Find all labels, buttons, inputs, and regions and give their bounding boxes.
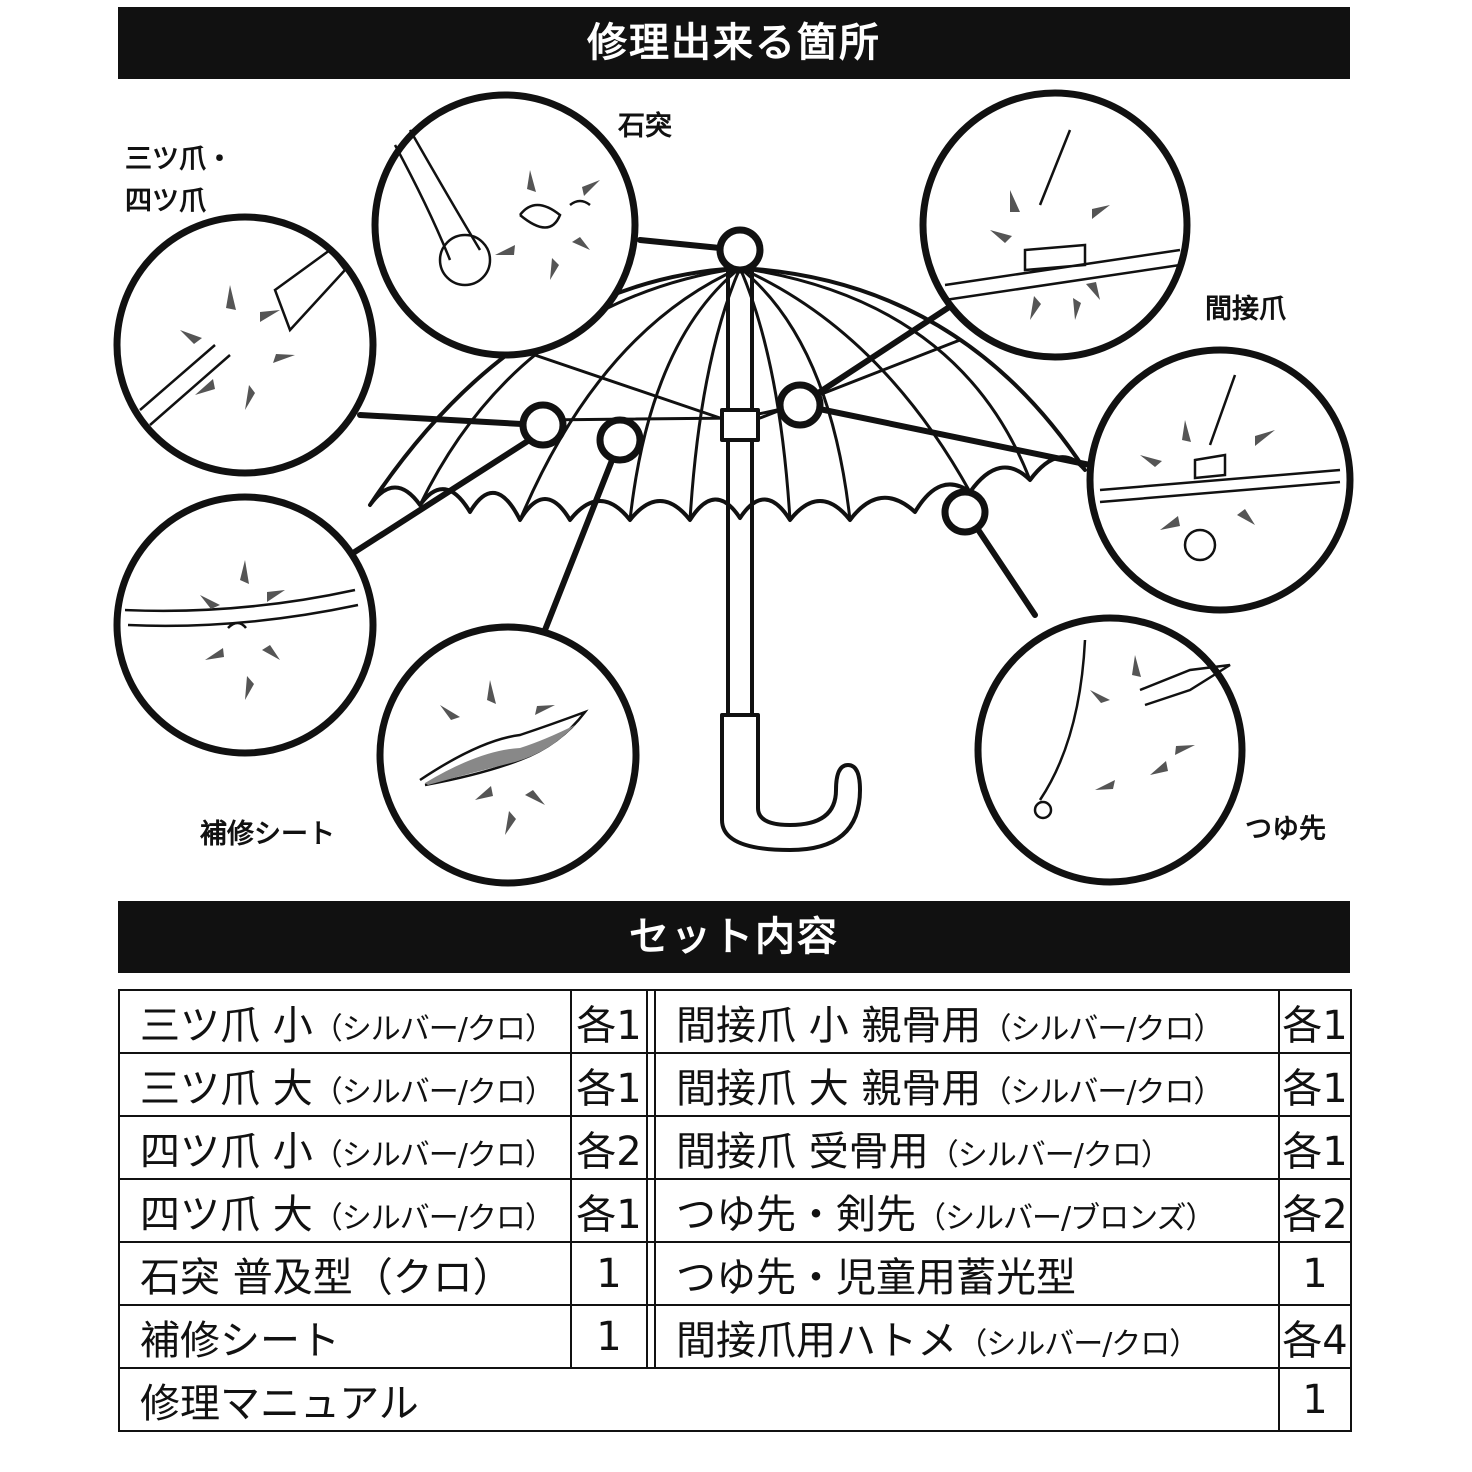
item-qty: 各4 (1278, 1304, 1352, 1369)
item-qty: 各1 (570, 1178, 648, 1243)
section-title: セット内容 (629, 914, 839, 960)
item-qty: 各1 (1278, 989, 1352, 1054)
label-ishizuki: 石突 (617, 110, 672, 142)
item-name: 三ツ爪 大（シルバー/クロ） (118, 1052, 572, 1117)
table-row-last: 修理マニュアル 1 (118, 1367, 1352, 1432)
title-banner: 修理出来る箇所 (118, 7, 1350, 79)
item-qty: 1 (570, 1241, 648, 1306)
detail-ishizuki (371, 91, 639, 359)
item-qty: 各2 (570, 1115, 648, 1180)
umbrella-runner (720, 408, 760, 442)
detail-rib (113, 493, 377, 757)
table-row: 四ツ爪 大（シルバー/クロ） 各1 つゆ先・剣先（シルバー/ブロンズ） 各2 (118, 1178, 1352, 1243)
label-mitsu-yotsu-1: 三ツ爪・ (125, 144, 233, 175)
item-name: 間接爪 大 親骨用（シルバー/クロ） (654, 1052, 1280, 1117)
item-qty: 1 (1278, 1367, 1352, 1432)
point-kansetsu (776, 381, 824, 429)
item-qty: 各1 (1278, 1115, 1352, 1180)
table-row: 補修シート 1 間接爪用ハトメ（シルバー/クロ） 各4 (118, 1304, 1352, 1369)
detail-mitsu-yotsu (113, 213, 377, 477)
table-row: 三ツ爪 大（シルバー/クロ） 各1 間接爪 大 親骨用（シルバー/クロ） 各1 (118, 1052, 1352, 1117)
table-row: 三ツ爪 小（シルバー/クロ） 各1 間接爪 小 親骨用（シルバー/クロ） 各1 (118, 989, 1352, 1054)
detail-kansetsu-upper (919, 89, 1191, 361)
umbrella-handle (720, 713, 862, 852)
item-name: 四ツ爪 大（シルバー/クロ） (118, 1178, 572, 1243)
item-name: 修理マニュアル (118, 1367, 1280, 1432)
item-qty: 各1 (1278, 1052, 1352, 1117)
page-title: 修理出来る箇所 (587, 20, 881, 66)
item-qty: 1 (570, 1304, 648, 1369)
umbrella-repair-diagram: 三ツ爪・ 四ツ爪 石突 間接爪 補修シート つゆ先 (113, 89, 1354, 887)
section-banner: セット内容 (118, 901, 1350, 973)
table-row: 石突 普及型（クロ） 1 つゆ先・児童用蓄光型 1 (118, 1241, 1352, 1306)
set-contents-table: 三ツ爪 小（シルバー/クロ） 各1 間接爪 小 親骨用（シルバー/クロ） 各1 … (118, 989, 1352, 1432)
item-name: つゆ先・児童用蓄光型 (654, 1241, 1280, 1306)
detail-tsuyusaki (974, 614, 1246, 886)
item-name: つゆ先・剣先（シルバー/ブロンズ） (654, 1178, 1280, 1243)
point-hoshu (596, 416, 644, 464)
connector-lines (347, 237, 1093, 633)
item-name: 石突 普及型（クロ） (118, 1241, 572, 1306)
item-name: 補修シート (118, 1304, 572, 1369)
label-kansetsu: 間接爪 (1205, 294, 1287, 325)
item-name: 間接爪 受骨用（シルバー/クロ） (654, 1115, 1280, 1180)
point-mitsu (519, 401, 567, 449)
item-qty: 各1 (570, 1052, 648, 1117)
item-qty: 各1 (570, 989, 648, 1054)
item-name: 間接爪用ハトメ（シルバー/クロ） (654, 1304, 1280, 1369)
point-tsuyusaki (941, 488, 989, 536)
item-name: 間接爪 小 親骨用（シルバー/クロ） (654, 989, 1280, 1054)
table-row: 四ツ爪 小（シルバー/クロ） 各2 間接爪 受骨用（シルバー/クロ） 各1 (118, 1115, 1352, 1180)
point-ishizuki (716, 226, 764, 274)
label-mitsu-yotsu-2: 四ツ爪 (125, 186, 207, 217)
item-name: 三ツ爪 小（シルバー/クロ） (118, 989, 572, 1054)
umbrella-shaft (726, 266, 754, 717)
item-qty: 各2 (1278, 1178, 1352, 1243)
item-name: 四ツ爪 小（シルバー/クロ） (118, 1115, 572, 1180)
item-qty: 1 (1278, 1241, 1352, 1306)
label-hoshu: 補修シート (199, 819, 335, 850)
label-tsuyusaki: つゆ先 (1245, 814, 1326, 845)
